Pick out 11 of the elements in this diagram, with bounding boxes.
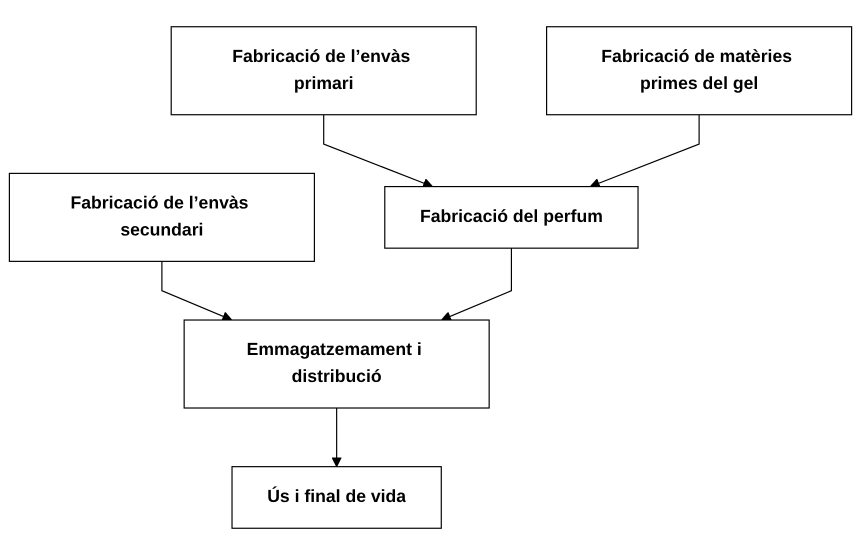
arrow xyxy=(161,261,232,322)
node-box: Fabricació del perfum xyxy=(384,186,639,249)
arrow xyxy=(323,114,434,188)
node-box: Ús i final de vida xyxy=(231,466,442,529)
arrow xyxy=(590,114,700,188)
arrow xyxy=(332,408,342,468)
arrow xyxy=(441,248,512,322)
node-box: Fabricació de l’envàs secundari xyxy=(8,172,315,262)
node-box: Fabricació de matèries primes del gel xyxy=(546,26,852,116)
node-box: Emmagatzemament i distribució xyxy=(184,319,490,409)
node-box: Fabricació de l’envàs primari xyxy=(170,26,477,116)
